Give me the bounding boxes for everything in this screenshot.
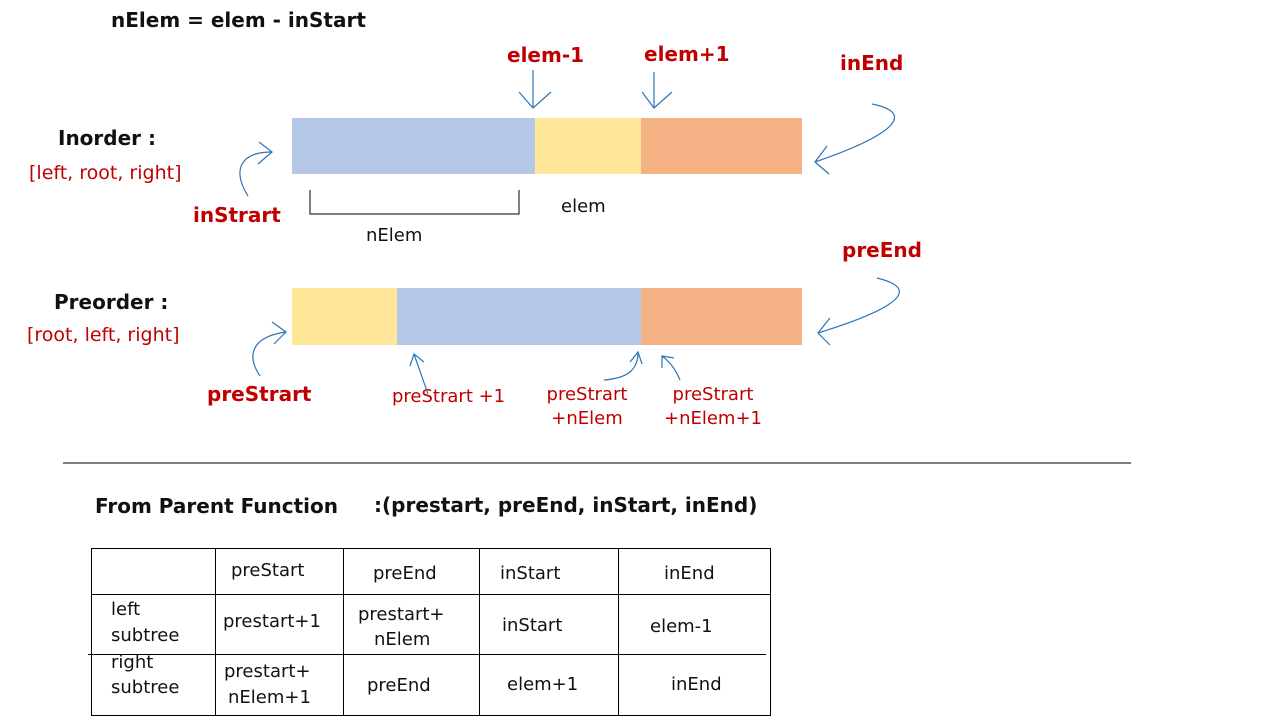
pre-start-plus-1-arrow [413,353,429,395]
header-in-end: inEnd [664,563,715,584]
left-pre-end-value-line1: prestart+ [358,604,445,625]
row-label-left-line1: left [111,599,141,620]
in-start-arrow [239,151,273,197]
label-in-end: inEnd [840,51,904,75]
label-elem-plus-1: elem+1 [644,42,730,66]
table-row-line [91,594,771,595]
in-start-arrow-head [257,141,273,165]
row-label-left-line2: subtree [111,625,180,646]
pre-start-n-elem-arrow [603,351,639,381]
pre-start-arrow [252,331,287,377]
left-pre-start-value: prestart+1 [223,611,321,632]
preorder-left-segment [397,288,641,345]
elem-plus-1-arrow-head [641,91,673,109]
pre-start-arrow-head [271,321,287,345]
formula: nElem = elem - inStart [111,8,366,32]
table-col-line [618,548,619,715]
label-elem-minus-1: elem-1 [507,43,585,67]
label-pre-start-plus-1: preStrart +1 [392,386,506,407]
right-in-start-value: elem+1 [507,674,579,695]
label-pre-start-n-elem-line1: preStrart [546,384,628,405]
pre-start-plus-1-arrow-head [409,352,425,367]
label-n-elem: nElem [366,225,423,246]
right-pre-end-value: preEnd [367,675,431,696]
left-pre-end-value-line2: nElem [374,629,431,650]
header-pre-end: preEnd [373,563,437,584]
label-pre-start-n-elem-1-line1: preStrart [672,384,754,405]
pre-start-n-elem-arrow-head [629,350,643,365]
label-in-start: inStrart [193,203,281,227]
table-col-line [215,548,216,715]
right-pre-start-value-line2: nElem+1 [228,687,311,708]
pre-start-n-elem-1-arrow-head [661,355,675,368]
label-pre-start-n-elem-1-line2: +nElem+1 [663,408,762,429]
left-in-end-value: elem-1 [650,616,713,637]
inorder-left-segment [292,118,535,174]
inorder-subtitle: [left, root, right] [29,162,182,184]
in-end-arrow-head [814,145,830,175]
preorder-right-segment [641,288,802,345]
preorder-subtitle: [root, left, right] [27,324,180,346]
right-in-end-value: inEnd [671,674,722,695]
label-pre-start-n-elem-1: preStrart +nElem+1 [660,383,766,431]
inorder-title: Inorder : [58,126,156,150]
parent-function-signature: :(prestart, preEnd, inStart, inEnd) [374,493,758,517]
table-col-line [479,548,480,715]
table-col-line [343,548,344,715]
label-pre-end: preEnd [842,238,922,262]
right-pre-start-value-line1: prestart+ [224,661,311,682]
pre-end-arrow-head [817,317,831,346]
n-elem-bracket [309,190,520,215]
inorder-right-segment [641,118,802,174]
elem-minus-1-arrow-head [518,91,552,109]
header-in-start: inStart [500,563,561,584]
table-border [91,548,771,716]
parent-function-label: From Parent Function [95,494,338,518]
label-elem: elem [561,196,606,217]
table-row-line [88,654,766,655]
preorder-root-segment [292,288,397,345]
pre-end-arrow [817,277,900,334]
row-label-right-line1: right [111,652,154,673]
header-pre-start: preStart [231,560,305,581]
in-end-arrow [814,103,896,163]
label-pre-start-n-elem-line2: +nElem [551,408,623,429]
preorder-title: Preorder : [54,290,169,314]
label-pre-start-n-elem: preStrart +nElem [537,383,637,431]
pre-start-n-elem-1-arrow [661,355,681,381]
row-label-right-line2: subtree [111,677,180,698]
inorder-root-segment [535,118,641,174]
left-in-start-value: inStart [502,615,563,636]
label-pre-start: preStrart [207,382,312,406]
